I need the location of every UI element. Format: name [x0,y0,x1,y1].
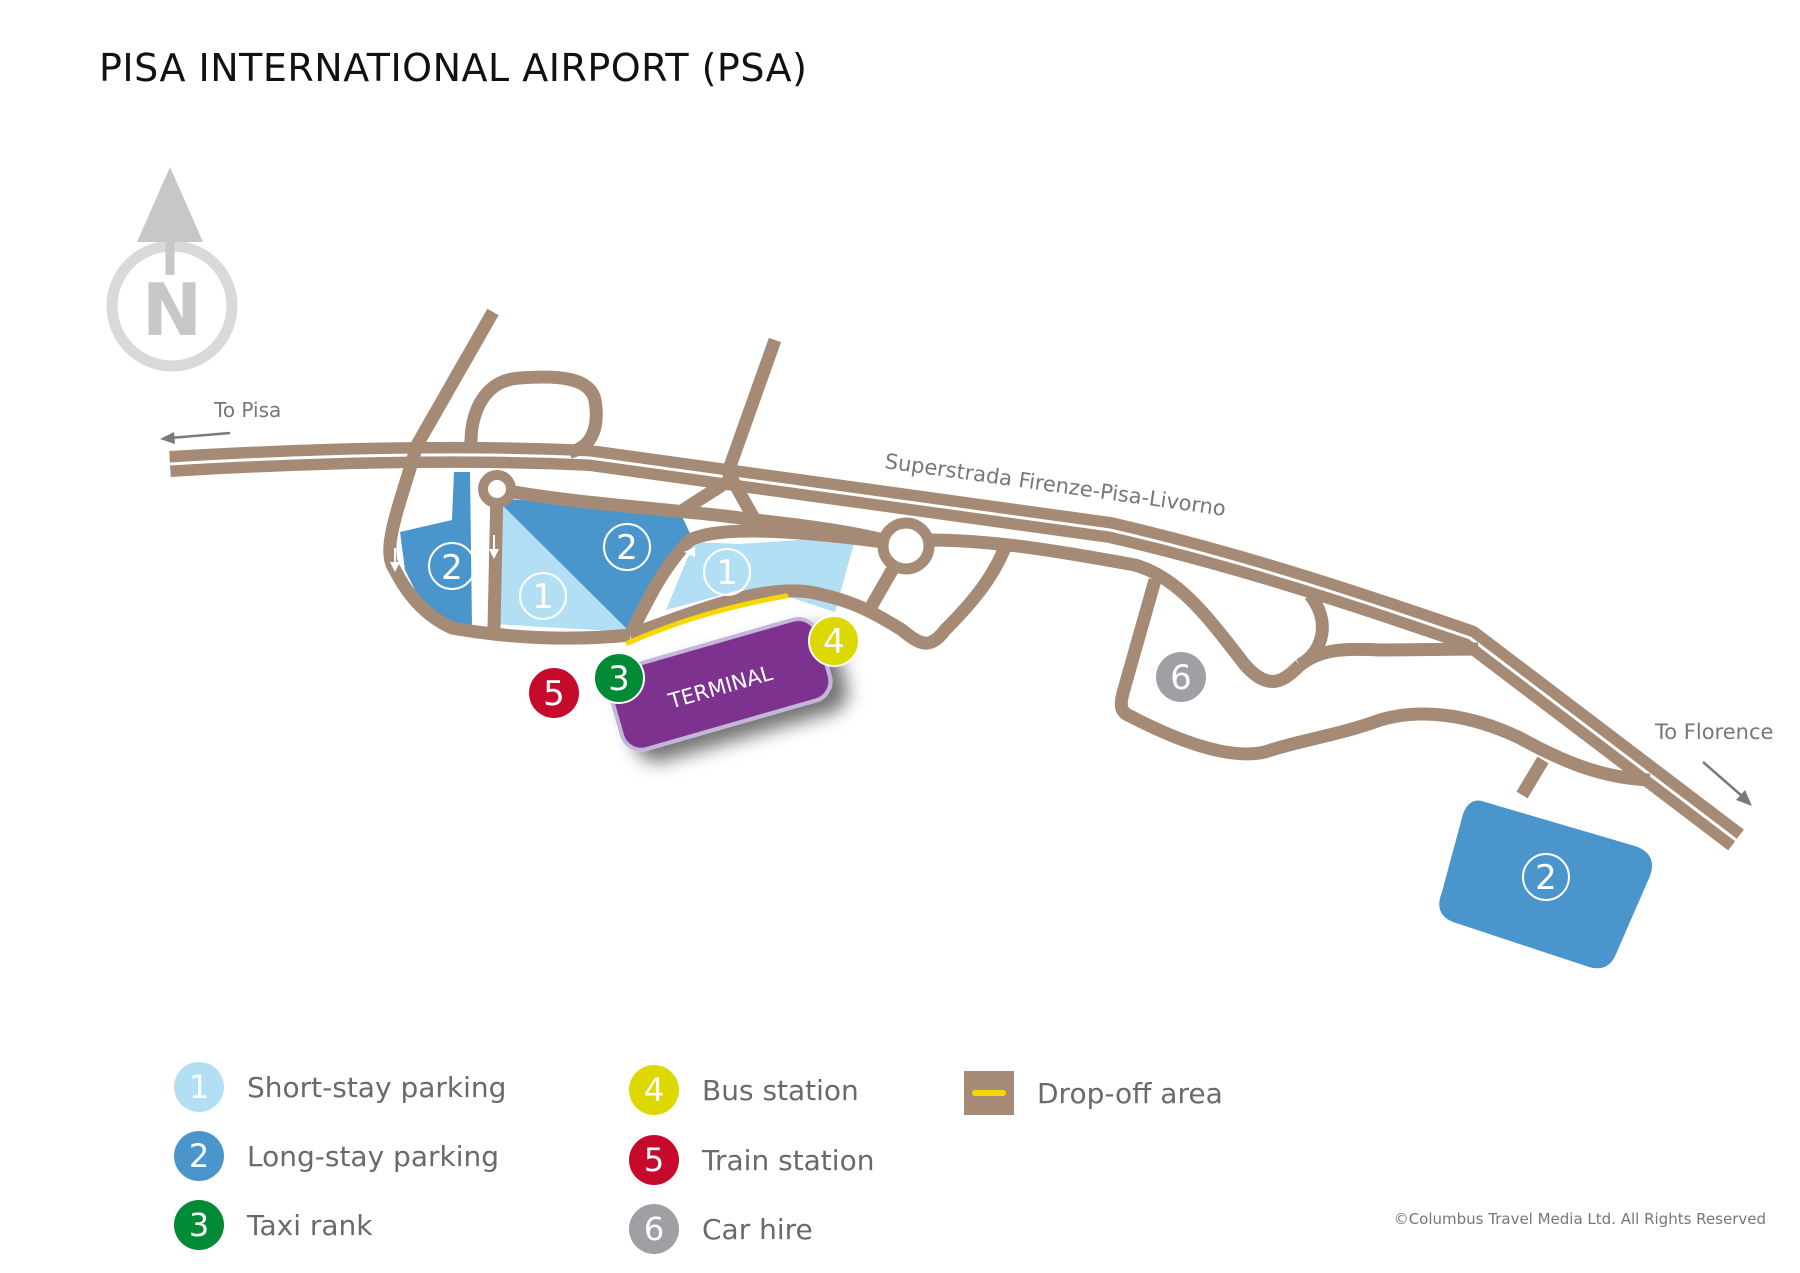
long-stay-marker [1522,853,1570,901]
short-stay-marker-number: 1 [532,577,554,617]
legend-label: Car hire [702,1212,813,1246]
train-station-marker [529,668,579,718]
taxi-rank-marker-number: 3 [608,659,630,699]
bus-station-marker [808,615,860,667]
legend-label: Taxi rank [247,1208,373,1242]
taxi-rank-marker [593,652,645,704]
short-stay-parking-west [494,498,630,632]
to-pisa-arrow-icon [160,431,231,444]
superstrada-road [169,441,1744,851]
legend-label: Train station [702,1143,875,1177]
north-compass-icon: N [106,167,238,372]
car-hire-icon: 6 [629,1204,679,1254]
bus-station-icon: 4 [629,1065,679,1115]
long-stay-marker-number: 2 [616,528,638,568]
bus-station-marker-number: 4 [823,622,845,662]
to-florence-label: To Florence [1654,720,1773,744]
short-stay-marker [519,572,567,620]
long-stay-marker [428,542,476,590]
legend-item-long-stay: 2 Long-stay parking [174,1131,499,1181]
long-stay-parking-icon: 2 [174,1131,224,1181]
copyright-notice: ©Columbus Travel Media Ltd. All Rights R… [1393,1210,1766,1228]
road-network [169,308,1744,851]
drop-off-area-icon [964,1071,1014,1115]
car-hire-marker [1156,652,1206,702]
car-hire-marker-number: 6 [1170,658,1192,698]
legend-label: Short-stay parking [247,1070,507,1104]
train-station-icon: 5 [629,1135,679,1185]
legend-label: Bus station [702,1073,859,1107]
short-stay-marker [703,548,751,596]
legend-item-drop-off: Drop-off area [964,1071,1223,1115]
short-stay-marker-number: 1 [716,553,738,593]
to-florence-arrow-icon [1702,761,1752,806]
terminal-building: TERMINAL [607,616,833,752]
drop-off-line [625,593,789,646]
legend-label: Long-stay parking [247,1139,500,1173]
traffic-arrows [390,535,695,572]
long-stay-marker-number: 2 [441,548,463,588]
legend-item-short-stay: 1 Short-stay parking [174,1062,506,1112]
short-stay-parking-icon: 1 [174,1062,224,1112]
legend-label: Drop-off area [1037,1076,1223,1110]
compass-letter: N [142,268,202,352]
legend-item-taxi: 3 Taxi rank [174,1200,373,1250]
legend-item-train: 5 Train station [629,1135,874,1185]
legend-item-bus: 4 Bus station [629,1065,859,1115]
taxi-rank-icon: 3 [174,1200,224,1250]
to-pisa-label: To Pisa [213,398,281,422]
train-station-marker-number: 5 [543,674,565,714]
map-markers: 2 1 2 1 2 5 3 4 6 [428,523,1570,901]
page-title: PISA INTERNATIONAL AIRPORT (PSA) [99,46,808,90]
long-stay-parking-east [1439,800,1653,969]
long-stay-marker [603,523,651,571]
legend-item-car-hire: 6 Car hire [629,1204,813,1254]
long-stay-marker-number: 2 [1535,858,1557,898]
